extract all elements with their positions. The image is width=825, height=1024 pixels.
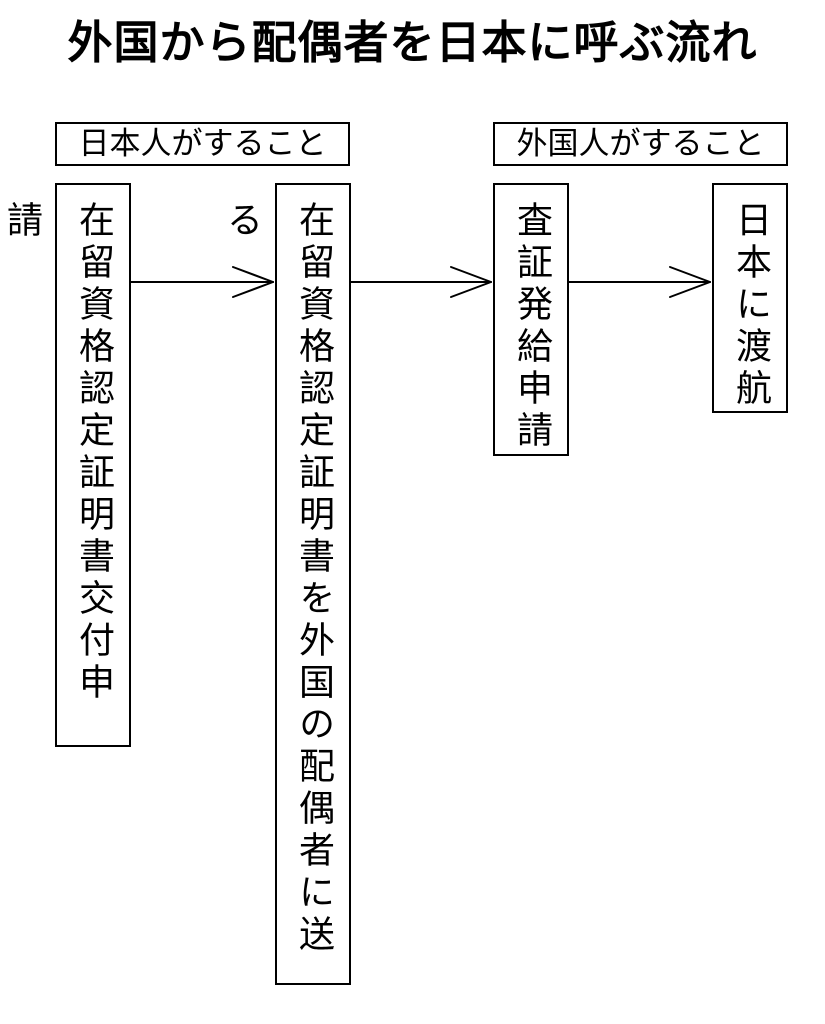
step-text-visa-application: 査証発給申請 [511, 201, 552, 453]
arrow-step3-to-step4 [568, 266, 711, 298]
foreign-side-label: 外国人がすること [493, 122, 788, 166]
arrow-step1-to-step2 [130, 266, 274, 298]
foreign-side-label-text: 外国人がすること [516, 126, 765, 162]
step-text-send-coe: 在留資格認定証明書を外国の配偶者に送る [221, 201, 334, 957]
step-box-send-coe: 在留資格認定証明書を外国の配偶者に送る [221, 183, 351, 985]
arrow-step2-to-step3 [350, 266, 492, 298]
step-text-coe-application: 在留資格認定証明書交付申請 [1, 201, 114, 705]
diagram-title: 外国から配偶者を日本に呼ぶ流れ [67, 16, 758, 69]
step-box-visa-application: 査証発給申請 [493, 183, 569, 456]
step-box-coe-application: 在留資格認定証明書交付申請 [1, 183, 131, 747]
japanese-side-label-text: 日本人がすること [78, 126, 327, 162]
step-text-travel-to-japan: 日本に渡航 [730, 201, 771, 411]
japanese-side-label: 日本人がすること [55, 122, 350, 166]
step-box-travel-to-japan: 日本に渡航 [712, 183, 788, 413]
